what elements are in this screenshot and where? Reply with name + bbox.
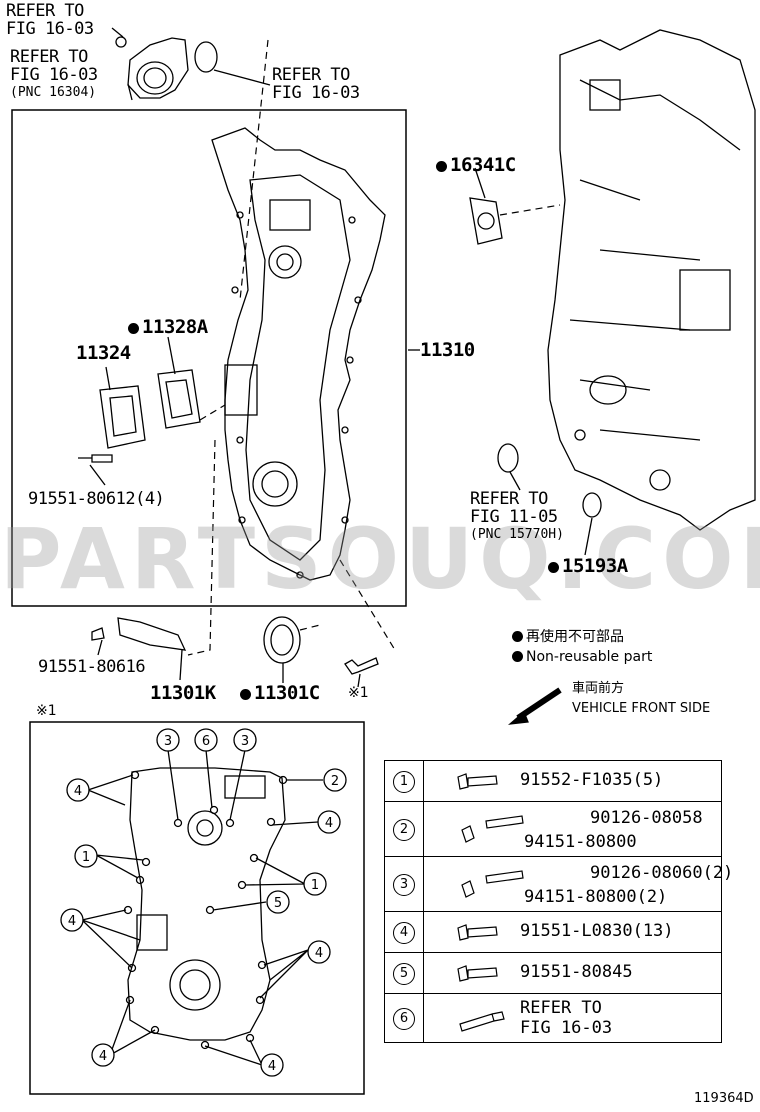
- callout-1a: 1: [82, 850, 90, 865]
- callout-4f: 4: [268, 1059, 276, 1074]
- gasket-16341c: [469, 197, 503, 245]
- detail-frame: [29, 721, 365, 1095]
- callout-3a: 3: [164, 734, 172, 749]
- part-number: 90126-08058: [590, 808, 703, 828]
- label-91551-80616: 91551-80616: [38, 657, 146, 677]
- detail-mark: ※1: [36, 703, 57, 719]
- bolt-table: 1 91552-F1035(5) 2 90126-08058 94151-8080…: [384, 760, 733, 1043]
- label-11324: 11324: [76, 342, 131, 364]
- figure-id: 119364D: [694, 1091, 754, 1106]
- row-number: 2: [393, 818, 415, 841]
- callout-4a: 4: [74, 784, 82, 799]
- o-ring-11-05: [497, 443, 519, 473]
- label-11301c: 11301C: [240, 684, 320, 703]
- label-91551-80612: 91551-80612(4): [28, 489, 165, 509]
- water-inlet: [127, 37, 189, 99]
- table-row: 3 90126-08060(2) 94151-80800(2): [384, 856, 733, 912]
- table-row: 4 91551-L0830(13): [384, 911, 722, 953]
- row-number: 1: [393, 770, 415, 793]
- front-en: VEHICLE FRONT SIDE: [572, 701, 711, 716]
- part-number: 94151-80800(2): [524, 887, 668, 907]
- engine-block: [547, 29, 756, 531]
- row-number: 6: [393, 1007, 415, 1030]
- part-number: 91551-80845: [520, 962, 633, 982]
- sensor-11301k: [117, 617, 187, 651]
- part-number: 90126-08060(2): [590, 863, 734, 883]
- gasket-11324: [99, 385, 146, 449]
- label-11328a: 11328A: [128, 318, 208, 337]
- part-number: 91551-L0830(13): [520, 921, 674, 941]
- callout-2: 2: [331, 774, 339, 789]
- legend-en: Non-reusable part: [512, 648, 652, 666]
- part-number: REFER TO: [520, 998, 602, 1018]
- cover-frame: [11, 109, 407, 607]
- label-15193a: 15193A: [548, 557, 628, 576]
- label-11310: 11310: [420, 339, 475, 361]
- callout-4c: 4: [68, 914, 76, 929]
- table-row: 2 90126-08058 94151-80800: [384, 801, 722, 857]
- legend-jp: 再使用不可部品: [512, 628, 624, 646]
- front-jp: 車両前方: [572, 681, 625, 696]
- note-mark: ※1: [348, 685, 369, 701]
- callout-6: 6: [202, 734, 210, 749]
- gasket-11328a: [157, 369, 201, 429]
- callout-5: 5: [274, 896, 282, 911]
- watermark: PARTSOUQ.COM: [0, 510, 760, 608]
- part-number: FIG 16-03: [520, 1018, 613, 1038]
- oil-seal-11301c: [263, 616, 301, 664]
- callout-3b: 3: [241, 734, 249, 749]
- callout-1b: 1: [311, 878, 319, 893]
- label-16341c: 16341C: [436, 156, 516, 175]
- label-11301k: 11301K: [150, 682, 216, 704]
- row-number: 3: [393, 873, 415, 896]
- detail-cover-outline: [127, 767, 286, 1041]
- timing-chain-cover: [211, 127, 386, 581]
- table-row: 5 91551-80845: [384, 952, 722, 994]
- o-ring-15193a: [582, 492, 602, 518]
- callout-4e: 4: [99, 1049, 107, 1064]
- callout-4d: 4: [315, 946, 323, 961]
- part-number: 91552-F1035(5): [520, 770, 664, 790]
- o-ring-top: [194, 41, 218, 73]
- row-number: 4: [393, 921, 415, 944]
- part-number: 94151-80800: [524, 832, 637, 852]
- detail-callouts: [60, 728, 347, 1077]
- row-number: 5: [393, 962, 415, 985]
- table-row: 1 91552-F1035(5): [384, 760, 722, 802]
- callout-4b: 4: [325, 816, 333, 831]
